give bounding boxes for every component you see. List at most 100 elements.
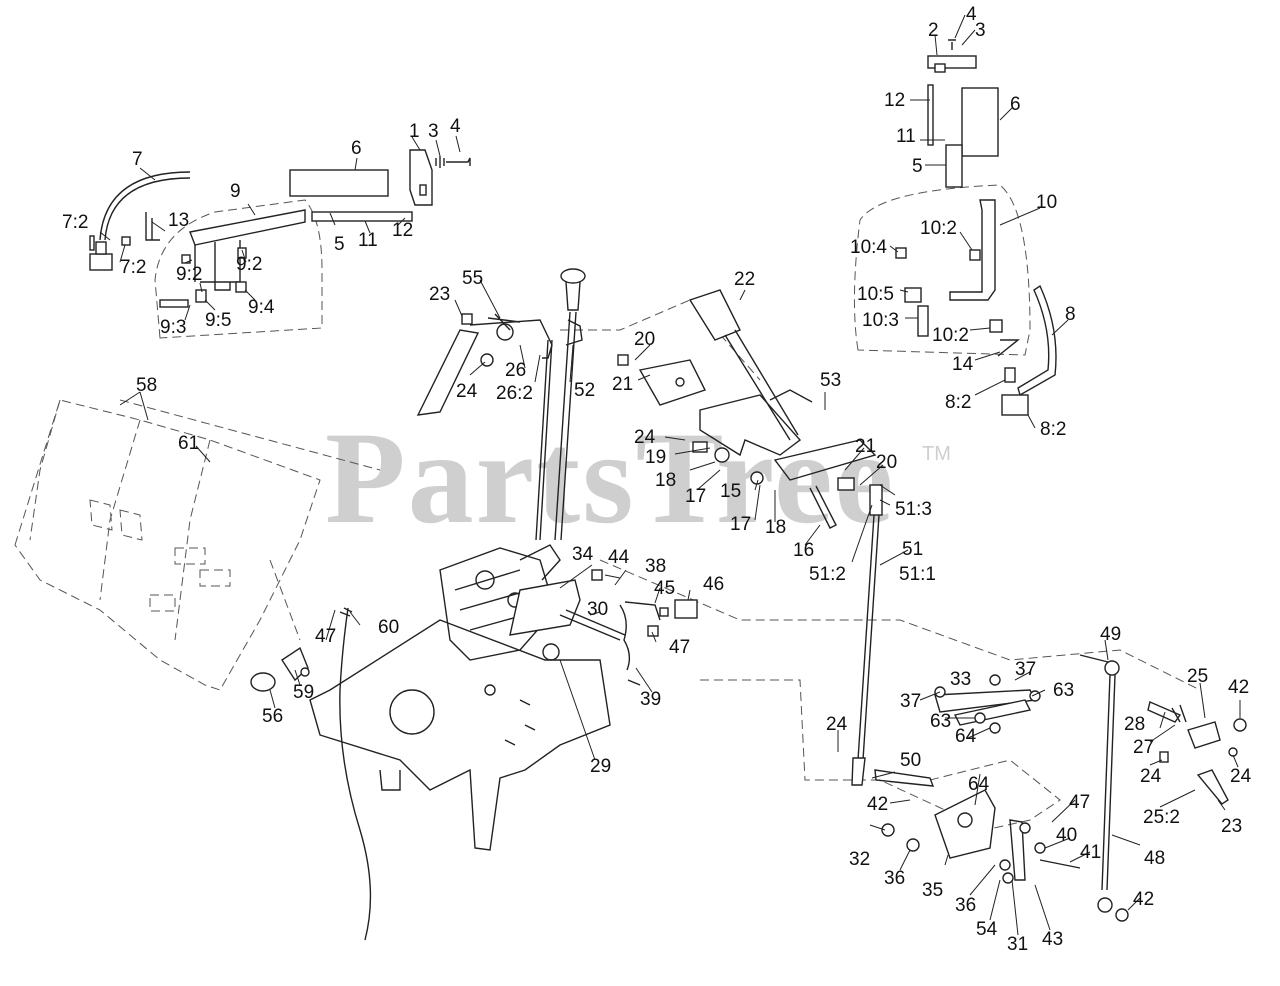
callout-12: 12 [392,220,413,241]
transmission-body [439,544,698,686]
left-lever-assembly [89,149,471,308]
callout-55: 55 [462,268,483,289]
callout-9-2: 9:2 [176,264,202,285]
callout-43: 43 [1042,929,1063,950]
callout-8: 8 [1065,304,1076,325]
callout-64: 64 [968,774,990,795]
callout-2: 2 [928,20,939,41]
callout-16: 16 [793,540,814,561]
callout-59: 59 [293,682,314,703]
right-lever-assembly [895,39,1057,416]
callout-63: 63 [1053,680,1074,701]
callout-8-2: 8:2 [945,392,971,413]
bracket-35 [881,789,1081,884]
callout-10-2: 10:2 [920,218,957,239]
callout-38: 38 [645,556,666,577]
callout-52: 52 [574,380,595,401]
callout-5: 5 [912,156,923,177]
right-small-parts [1147,701,1247,805]
callout-21: 21 [612,374,633,395]
callout-51-1: 51:1 [899,564,936,585]
chassis-plate [309,619,611,851]
callout-42: 42 [1133,889,1154,910]
callout-6: 6 [1010,94,1021,115]
callout-10-3: 10:3 [862,310,899,331]
callout-9: 9 [230,181,241,202]
callout-23: 23 [1221,816,1242,837]
callout-26: 26 [505,360,526,381]
watermark-trademark: TM [922,443,951,465]
callout-5: 5 [334,234,345,255]
callout-24: 24 [826,714,848,735]
callout-3: 3 [428,121,439,142]
callout-11: 11 [896,126,916,147]
callout-36: 36 [955,895,976,916]
rod-51 [851,484,935,787]
callout-3: 3 [975,20,986,41]
callout-17: 17 [685,486,706,507]
callout-7-2: 7:2 [62,212,88,233]
callout-41: 41 [1080,842,1101,863]
callout-10-4: 10:4 [850,237,887,258]
callout-9-5: 9:5 [205,310,231,331]
callout-58: 58 [136,375,157,396]
callout-42: 42 [1228,677,1249,698]
callout-49: 49 [1100,624,1121,645]
callout-40: 40 [1056,825,1077,846]
callout-17: 17 [730,514,751,535]
callout-42: 42 [867,794,888,815]
callout-51-3: 51:3 [895,499,932,520]
callout-6: 6 [351,138,362,159]
callout-11: 11 [358,230,378,251]
callout-47: 47 [669,637,690,658]
frame-link-dashes [119,299,1201,831]
callout-51-2: 51:2 [809,564,846,585]
callout-10-2: 10:2 [932,325,969,346]
watermark-text: PartsTree [325,404,895,551]
callout-32: 32 [849,849,870,870]
callout-50: 50 [900,750,921,771]
callout-27: 27 [1133,737,1154,758]
callout-54: 54 [976,919,998,940]
callout-47: 47 [315,626,336,647]
callout-53: 53 [820,370,841,391]
callout-13: 13 [168,210,189,231]
callout-47: 47 [1069,792,1090,813]
callout-15: 15 [720,481,741,502]
callout-35: 35 [922,880,943,901]
callout-39: 39 [640,689,661,710]
callout-25-2: 25:2 [1143,807,1180,828]
callout-46: 46 [703,574,724,595]
pedal-assembly [617,289,877,529]
callout-48: 48 [1144,848,1165,869]
callout-12: 12 [884,90,905,111]
callout-37: 37 [1015,659,1036,680]
callout-4: 4 [966,4,977,25]
callout-56: 56 [262,706,283,727]
callout-labels: 1 2 3 3 4 4 5 5 6 6 7 7:2 7:2 8 8:2 8:2 … [62,4,1252,955]
callout-28: 28 [1124,714,1145,735]
callout-24: 24 [1140,766,1162,787]
shift-rod [535,268,586,541]
callout-33: 33 [950,669,971,690]
callout-36: 36 [884,868,905,889]
callout-18: 18 [655,470,676,491]
callout-64: 64 [955,726,977,747]
callout-24: 24 [634,427,656,448]
callout-21: 21 [855,436,876,457]
callout-23: 23 [429,284,450,305]
callout-10-5: 10:5 [857,284,894,305]
callout-14: 14 [952,354,974,375]
callout-25: 25 [1187,666,1208,687]
callout-51: 51 [902,539,923,560]
callout-19: 19 [645,447,666,468]
callout-7: 7 [132,149,143,170]
callout-9-3: 9:3 [160,317,186,338]
callout-29: 29 [590,756,611,777]
callout-7-2: 7:2 [120,257,146,278]
group-outline-right [853,184,1031,356]
leader-lines [99,14,1241,936]
callout-4: 4 [450,116,461,137]
